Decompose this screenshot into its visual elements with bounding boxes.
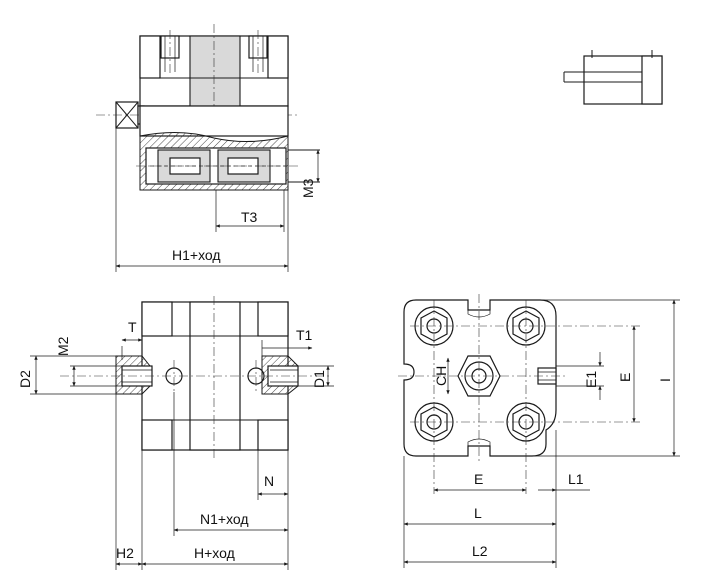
dim-I: I [657, 378, 673, 382]
top-view: M3 T3 H1+ход [96, 24, 320, 272]
bolt-hole-left [160, 30, 180, 76]
dim-D1: D1 [311, 370, 327, 388]
front-view: T T1 M2 D2 D1 N N1+ход H2 [17, 296, 334, 570]
dim-D2: D2 [17, 370, 33, 388]
dim-L: L [474, 505, 482, 521]
dim-L1: L1 [568, 471, 584, 487]
dim-M2: M2 [55, 336, 71, 356]
dim-L2: L2 [472, 543, 488, 559]
dim-T1: T1 [296, 327, 313, 343]
dim-T3: T3 [241, 209, 258, 225]
dim-H-stroke: H+ход [194, 545, 235, 561]
dim-E-horizontal: E [474, 471, 483, 487]
cylinder-symbol [563, 50, 663, 105]
top-view-center-block [189, 35, 241, 107]
dim-CH: CH [433, 366, 449, 386]
dim-N: N [264, 473, 274, 489]
dim-E-vertical: E [617, 373, 633, 382]
end-view: CH E1 E I E L1 L L2 [398, 294, 680, 568]
bolt-hole-right [248, 30, 268, 76]
dim-M3: M3 [300, 178, 316, 198]
dim-E1: E1 [583, 371, 599, 388]
dim-T: T [128, 319, 137, 335]
dim-H2: H2 [116, 545, 134, 561]
dim-H1-stroke: H1+ход [172, 247, 221, 263]
dim-N1-stroke: N1+ход [200, 511, 249, 527]
